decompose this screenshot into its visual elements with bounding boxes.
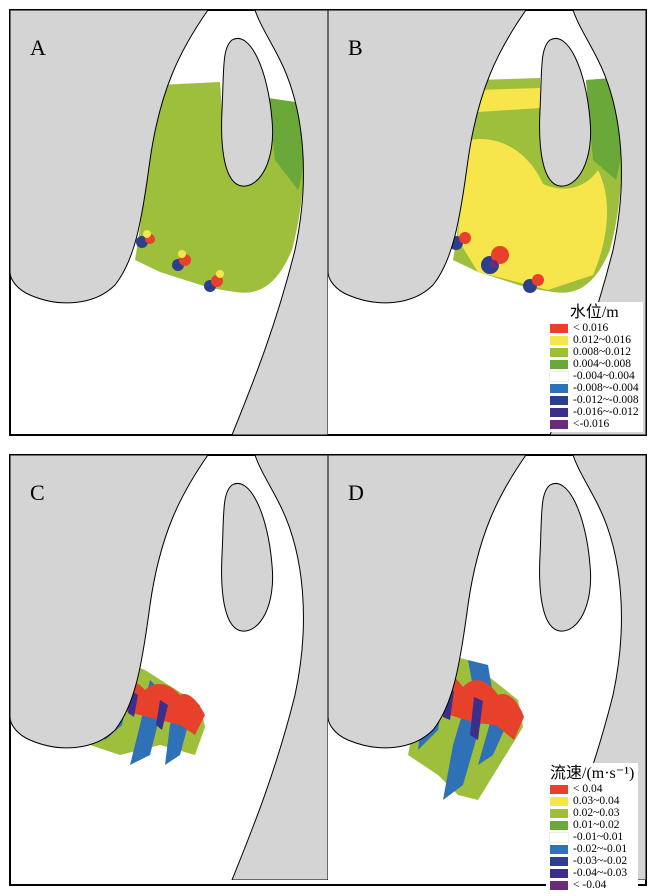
legend-item: 0.03~0.04 — [550, 795, 634, 807]
legend-item: 0.004~0.008 — [550, 358, 639, 370]
legend-swatch — [550, 419, 568, 429]
legend-swatch — [550, 820, 568, 830]
legend-swatch — [550, 844, 568, 854]
legend-label: 0.012~0.016 — [573, 334, 631, 346]
legend-swatch — [550, 796, 568, 806]
legend-label: <-0.016 — [573, 418, 610, 430]
panel-label-b: B — [348, 35, 363, 60]
legend-swatch — [550, 808, 568, 818]
legend-label: 0.008~0.012 — [573, 346, 631, 358]
legend-item: -0.03~-0.02 — [550, 855, 634, 867]
legend-label: -0.01~0.01 — [573, 831, 624, 843]
legend-label: -0.04~-0.03 — [573, 867, 628, 879]
panel-label-c: C — [30, 480, 45, 505]
legend-label: -0.008~-0.004 — [573, 382, 639, 394]
legend-label: 0.02~0.03 — [573, 807, 620, 819]
legend-title: 水位/m — [569, 304, 619, 321]
legend-label: -0.004~0.004 — [573, 370, 635, 382]
legend-swatch — [550, 347, 568, 357]
legend-label: < 0.016 — [573, 322, 609, 334]
legend-title: 流速/(m·s⁻¹) — [550, 765, 635, 782]
legend-label: 0.004~0.008 — [573, 358, 631, 370]
legend-label: 0.01~0.02 — [573, 819, 620, 831]
legend-swatch — [550, 395, 568, 405]
legend-label: -0.02~-0.01 — [573, 843, 628, 855]
legend-swatch — [550, 856, 568, 866]
legend-label: < 0.04 — [573, 783, 603, 795]
legend-swatch — [550, 880, 568, 890]
legend-item: < 0.04 — [550, 783, 634, 795]
legend-item: -0.04~-0.03 — [550, 867, 634, 879]
legend-swatch — [550, 323, 568, 333]
legend-item: -0.02~-0.01 — [550, 843, 634, 855]
legend-item: 0.012~0.016 — [550, 334, 639, 346]
panel-label-d: D — [348, 480, 364, 505]
legend-item: -0.008~-0.004 — [550, 382, 639, 394]
legend-label: 0.03~0.04 — [573, 795, 620, 807]
legend-item: <-0.016 — [550, 418, 639, 430]
legend-swatch — [550, 335, 568, 345]
legend-item: 0.02~0.03 — [550, 807, 634, 819]
panel-c-map — [10, 455, 328, 880]
pile-disturbances — [136, 230, 224, 292]
legend-item: -0.01~0.01 — [549, 831, 634, 843]
legend-swatch — [550, 868, 568, 878]
legend-item: -0.004~0.004 — [549, 370, 639, 382]
pile-disturbances — [449, 232, 544, 293]
legend-item: 0.008~0.012 — [550, 346, 639, 358]
legend-item: -0.016~-0.012 — [550, 406, 639, 418]
panel-label-a: A — [30, 35, 46, 60]
legend-item: 0.01~0.02 — [550, 819, 634, 831]
panel-b-map — [328, 10, 646, 435]
legend-label: -0.016~-0.012 — [573, 406, 639, 418]
legend-swatch — [549, 831, 569, 843]
legend-swatch — [550, 383, 568, 393]
legend-item: < -0.04 — [550, 879, 634, 891]
legend-item: -0.012~-0.008 — [550, 394, 639, 406]
legend-label: -0.03~-0.02 — [573, 855, 628, 867]
legend-swatch — [550, 784, 568, 794]
panel-d-map — [328, 455, 646, 880]
panel-a-map — [10, 10, 328, 435]
legend-label: < -0.04 — [573, 879, 607, 891]
legend-item: < 0.016 — [550, 322, 639, 334]
legend-swatch — [549, 370, 569, 382]
legend-swatch — [550, 407, 568, 417]
legend-label: -0.012~-0.008 — [573, 394, 639, 406]
legend-swatch — [550, 359, 568, 369]
